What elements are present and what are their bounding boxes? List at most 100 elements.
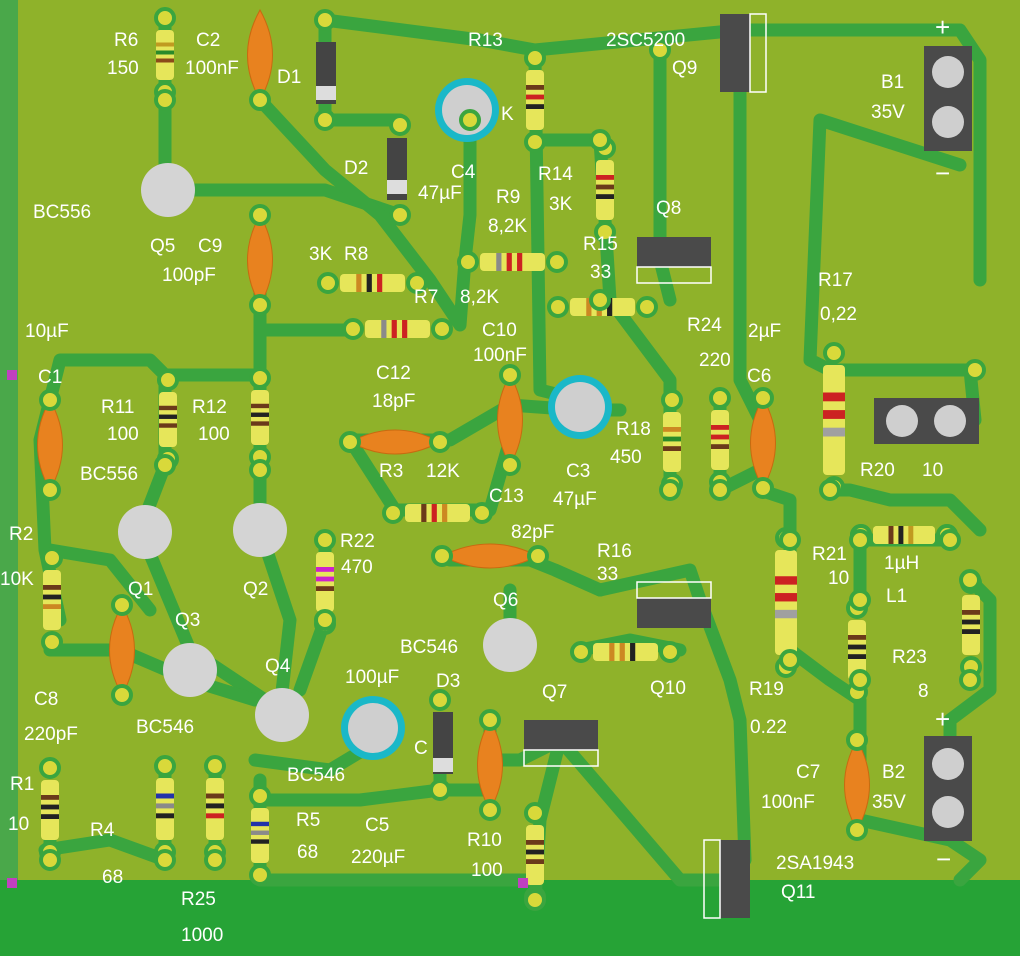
pad — [249, 89, 271, 111]
label-r5-value: 68 — [297, 842, 318, 863]
label-r7-value: 8,2K — [460, 287, 499, 308]
pad — [314, 609, 336, 631]
transistors — [118, 163, 537, 742]
pad — [524, 802, 546, 824]
label-r19: R19 — [749, 679, 784, 700]
pad — [479, 709, 501, 731]
pad — [154, 849, 176, 871]
pad — [39, 849, 61, 871]
label-r22-value: 470 — [341, 557, 373, 578]
labels: R6 150 C2 100nF D1 R13 2SC5200 Q9 B1 35V… — [0, 12, 951, 946]
pad — [429, 689, 451, 711]
label-c-d3: C — [414, 738, 428, 759]
pad — [314, 109, 336, 131]
power-transistors — [703, 13, 767, 919]
pad — [457, 251, 479, 273]
label-q5: Q5 — [150, 236, 175, 257]
label-r24: R24 — [687, 315, 722, 336]
pad — [204, 755, 226, 777]
pad — [471, 502, 493, 524]
diodes — [316, 42, 453, 774]
label-r11-value: 100 — [107, 424, 139, 445]
label-r15: R15 — [583, 234, 618, 255]
pad — [589, 129, 611, 151]
label-r17-value: 0,22 — [820, 304, 857, 325]
label-r1-value: 10 — [8, 814, 29, 835]
label-r13: R13 — [468, 30, 503, 51]
pad — [849, 669, 871, 691]
pad — [849, 589, 871, 611]
resistor-r8 — [340, 274, 405, 292]
pad — [709, 479, 731, 501]
label-c4-k: K — [501, 104, 514, 125]
label-r24-value: 220 — [699, 350, 731, 371]
pad — [819, 479, 841, 501]
pad — [342, 318, 364, 340]
label-c-100uf: 100µF — [345, 667, 399, 688]
label-r8-value: 3K — [309, 244, 333, 265]
pad — [249, 864, 271, 886]
transistor-q4 — [255, 688, 309, 742]
pad — [431, 318, 453, 340]
pad — [752, 387, 774, 409]
label-c5-value: 220µF — [351, 847, 405, 868]
label-b2-value: 35V — [872, 792, 906, 813]
label-r3-value: 12K — [426, 461, 460, 482]
label-c2: C2 — [196, 30, 220, 51]
pad — [649, 39, 671, 61]
label-r4-value: 68 — [102, 867, 123, 888]
label-c1: C1 — [38, 367, 62, 388]
label-r16-value: 33 — [597, 564, 618, 585]
resistor-r19 — [775, 550, 797, 655]
label-plus-bottom: + — [935, 704, 950, 734]
label-c4-value: 47µF — [418, 183, 462, 204]
driver-transistors — [523, 237, 712, 767]
label-r16: R16 — [597, 541, 632, 562]
label-r4: R4 — [90, 820, 115, 841]
terminal-blocks — [874, 46, 979, 841]
label-r2-value: 10K — [0, 569, 34, 590]
resistor-r11 — [159, 392, 177, 447]
pad — [659, 641, 681, 663]
label-r1: R1 — [10, 774, 34, 795]
pad — [589, 289, 611, 311]
label-r11: R11 — [101, 397, 134, 418]
resistor-r18 — [663, 412, 681, 472]
label-c4: C4 — [451, 162, 476, 183]
label-b1: B1 — [881, 72, 904, 93]
label-r6-value: 150 — [107, 58, 139, 79]
label-q4: Q4 — [265, 656, 291, 677]
label-q6: Q6 — [493, 590, 518, 611]
pad — [959, 669, 981, 691]
label-plus-top: + — [935, 12, 950, 42]
resistors — [41, 30, 980, 885]
transistor-q9 — [720, 14, 750, 92]
resistor-r13 — [526, 70, 544, 130]
pad — [779, 649, 801, 671]
label-b2: B2 — [882, 762, 905, 783]
label-r8: R8 — [344, 244, 368, 265]
transistor-q11 — [720, 840, 750, 918]
pads — [39, 7, 986, 911]
label-r15-value: 33 — [590, 262, 611, 283]
pad — [939, 529, 961, 551]
label-r19-value: 0.22 — [750, 717, 787, 738]
label-d1: D1 — [277, 67, 301, 88]
pad — [154, 7, 176, 29]
pad — [431, 545, 453, 567]
pad — [314, 529, 336, 551]
label-c7: C7 — [796, 762, 820, 783]
label-c13-value: 82pF — [511, 522, 554, 543]
label-c9: C9 — [198, 236, 222, 257]
resistor-r25 — [206, 778, 224, 840]
resistor-r2 — [43, 570, 61, 630]
label-r21-value: 10 — [828, 568, 849, 589]
label-q1: Q1 — [128, 579, 153, 600]
resistor-r10 — [526, 825, 544, 885]
board-bottom-strip — [0, 880, 1020, 956]
label-c7-value: 100nF — [761, 792, 815, 813]
pad — [524, 47, 546, 69]
pad — [111, 594, 133, 616]
resistor-r23 — [962, 595, 980, 655]
